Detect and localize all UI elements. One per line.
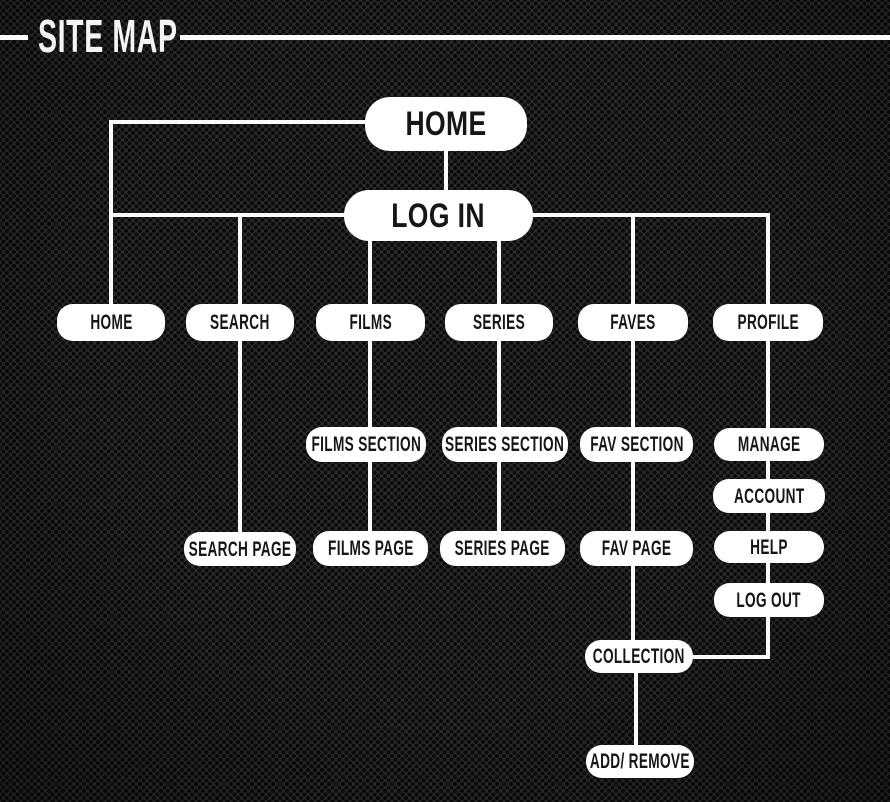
node-manage-label: MANAGE (737, 433, 801, 456)
title-rule-left (0, 35, 28, 40)
node-nav-series: SERIES (445, 304, 553, 341)
connector-help-vertical (766, 512, 770, 532)
node-fav-section-label: FAV SECTION (589, 433, 684, 456)
connector-profile-top-vertical (766, 213, 770, 304)
node-fav-page-label: FAV PAGE (601, 537, 672, 560)
node-collection-label: COLLECTION (593, 645, 685, 668)
node-nav-profile: PROFILE (713, 304, 823, 341)
connector-fav-section-vertical (631, 340, 635, 428)
connector-logout-collection-horizontal (691, 655, 770, 659)
title-rule-right (180, 35, 890, 40)
node-films-page: FILMS PAGE (313, 531, 428, 566)
connector-logout-vertical (766, 562, 770, 584)
connector-manage-vertical (766, 340, 770, 429)
connector-search-page-vertical (238, 340, 242, 533)
node-nav-faves-label: FAVES (610, 311, 656, 334)
connector-search-top-vertical (238, 213, 242, 304)
connector-home-left-horizontal (109, 120, 367, 124)
node-search-page: SEARCH PAGE (184, 532, 296, 566)
node-nav-films: FILMS (316, 304, 425, 341)
node-home-root-label: HOME (405, 105, 487, 143)
connector-series-page-vertical (497, 461, 501, 532)
node-nav-search-label: SEARCH (210, 311, 270, 334)
connector-films-top-vertical (368, 240, 372, 304)
node-series-page-label: SERIES PAGE (454, 537, 551, 560)
node-login-label: LOG IN (391, 196, 486, 235)
connector-series-section-vertical (497, 340, 501, 428)
node-nav-films-label: FILMS (349, 311, 392, 334)
node-series-section-label: SERIES SECTION (445, 433, 565, 456)
node-add-remove-label: ADD/ REMOVE (590, 750, 690, 773)
connector-films-page-vertical (368, 461, 372, 532)
page-title: SITE MAP (38, 10, 178, 62)
node-films-page-label: FILMS PAGE (327, 537, 414, 560)
node-nav-faves: FAVES (578, 304, 688, 341)
node-home-root: HOME (365, 97, 527, 151)
node-help: HELP (714, 531, 824, 563)
node-account: ACCOUNT (713, 479, 825, 513)
node-films-section-label: FILMS SECTION (311, 433, 421, 456)
node-collection: COLLECTION (585, 640, 693, 673)
connector-login-right-horizontal (532, 213, 770, 217)
connector-series-top-vertical (497, 240, 501, 304)
node-nav-home: HOME (57, 304, 165, 341)
node-login: LOG IN (344, 190, 533, 241)
node-series-section: SERIES SECTION (442, 427, 568, 462)
connector-collection-vertical (631, 565, 635, 641)
connector-faves-top-vertical (631, 213, 635, 304)
node-log-out: LOG OUT (714, 583, 824, 617)
connector-account-vertical (766, 460, 770, 480)
node-nav-series-label: SERIES (472, 311, 526, 334)
node-add-remove: ADD/ REMOVE (586, 745, 694, 778)
node-fav-page: FAV PAGE (580, 531, 693, 566)
connector-add-remove-vertical (634, 672, 638, 746)
node-log-out-label: LOG OUT (736, 588, 802, 612)
connector-login-left-horizontal (109, 213, 345, 217)
node-fav-section: FAV SECTION (580, 427, 693, 462)
node-nav-home-label: HOME (89, 311, 133, 334)
node-nav-profile-label: PROFILE (737, 311, 799, 334)
connector-home-login-vertical (444, 150, 448, 191)
node-search-page-label: SEARCH PAGE (188, 537, 292, 561)
node-nav-search: SEARCH (186, 304, 294, 341)
node-manage: MANAGE (714, 428, 824, 461)
node-films-section: FILMS SECTION (306, 427, 426, 462)
node-help-label: HELP (750, 535, 788, 559)
connector-fav-page-vertical (631, 461, 635, 532)
node-series-page: SERIES PAGE (440, 531, 565, 566)
connector-films-section-vertical (368, 340, 372, 428)
connector-logout-collection-vertical (766, 616, 770, 659)
node-account-label: ACCOUNT (733, 484, 805, 508)
